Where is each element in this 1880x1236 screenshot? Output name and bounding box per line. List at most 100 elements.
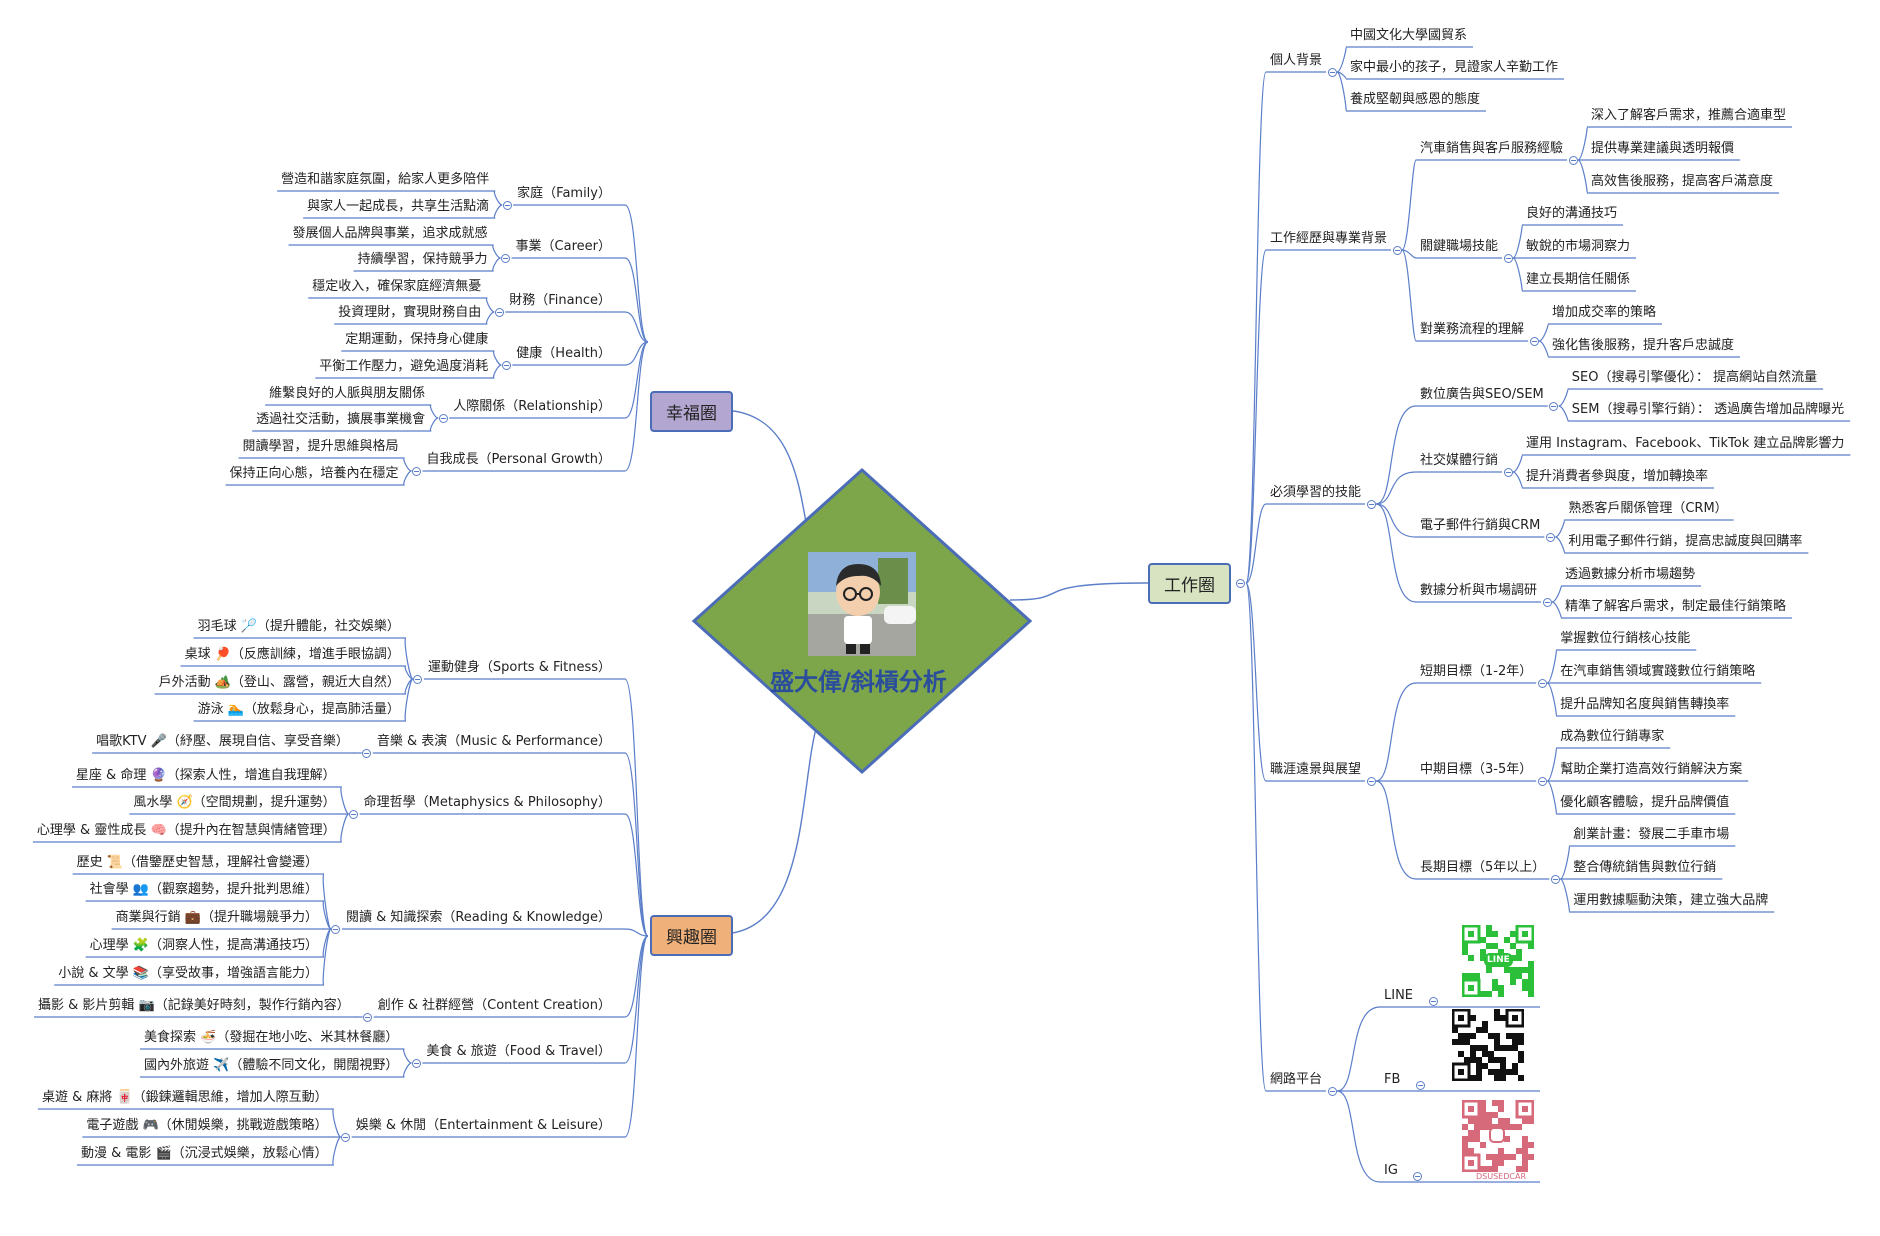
branch-happiness-0[interactable]: 家庭（Family）	[517, 186, 611, 201]
avatar-icon	[808, 552, 916, 656]
leaf-work-2-0-1: SEM（搜尋引擎行銷）： 透過廣告增加品牌曝光	[1571, 402, 1845, 417]
collapse-toggle-icon[interactable]	[1550, 874, 1560, 884]
collapse-toggle-icon[interactable]	[1545, 532, 1555, 542]
leaf-work-3-2-2: 運用數據驅動決策，建立強大品牌	[1573, 893, 1769, 908]
collapse-toggle-icon[interactable]	[1529, 336, 1539, 346]
collapse-toggle-icon[interactable]	[1392, 245, 1402, 255]
collapse-toggle-icon[interactable]	[362, 748, 372, 758]
branch-work-1[interactable]: 工作經歷與專業背景	[1270, 231, 1388, 246]
branch-happiness-5[interactable]: 自我成長（Personal Growth）	[426, 452, 611, 467]
leaf-happiness-2-0: 穩定收入，確保家庭經濟無憂	[312, 279, 482, 294]
qr-code-fb[interactable]	[1452, 1009, 1524, 1081]
branch-interest-4[interactable]: 創作 & 社群經營（Content Creation）	[377, 998, 611, 1013]
collapse-toggle-icon[interactable]	[1327, 1086, 1337, 1096]
branch-interest-2[interactable]: 命理哲學（Metaphysics & Philosophy）	[363, 795, 611, 810]
platform-fb[interactable]: FB	[1384, 1072, 1401, 1087]
collapse-toggle-icon[interactable]	[1503, 467, 1513, 477]
collapse-toggle-icon[interactable]	[1542, 597, 1552, 607]
qr-code-ig[interactable]	[1462, 1100, 1534, 1172]
group-work-3-0[interactable]: 短期目標（1-2年）	[1420, 664, 1533, 679]
leaf-happiness-0-0: 營造和諧家庭氛圍，給家人更多陪伴	[281, 172, 490, 187]
leaf-work-0-2: 養成堅韌與感恩的態度	[1350, 92, 1481, 107]
leaf-interest-0-0: 羽毛球 🏸（提升體能，社交娛樂）	[197, 619, 400, 634]
line-badge: LINE	[1484, 953, 1513, 967]
collapse-toggle-icon[interactable]	[1415, 1080, 1425, 1090]
branch-interest-1[interactable]: 音樂 & 表演（Music & Performance）	[376, 734, 611, 749]
branch-happiness-4[interactable]: 人際關係（Relationship）	[453, 399, 611, 414]
group-work-1-1[interactable]: 關鍵職場技能	[1420, 239, 1499, 254]
collapse-toggle-icon[interactable]	[501, 253, 511, 263]
collapse-toggle-icon[interactable]	[341, 1132, 351, 1142]
leaf-work-2-3-0: 透過數據分析市場趨勢	[1565, 567, 1696, 582]
collapse-toggle-icon[interactable]	[1366, 776, 1376, 786]
topic-interest-circle[interactable]: 興趣圈	[650, 915, 733, 956]
collapse-toggle-icon[interactable]	[1413, 1171, 1423, 1181]
group-work-3-1[interactable]: 中期目標（3-5年）	[1420, 762, 1533, 777]
branch-interest-3[interactable]: 閱讀 & 知識探索（Reading & Knowledge）	[345, 910, 611, 925]
leaf-happiness-3-0: 定期運動，保持身心健康	[345, 332, 489, 347]
leaf-work-0-1: 家中最小的孩子，見證家人辛勤工作	[1350, 60, 1559, 75]
branch-work-4[interactable]: 網路平台	[1270, 1072, 1323, 1087]
branch-work-2[interactable]: 必須學習的技能	[1270, 485, 1362, 500]
collapse-toggle-icon[interactable]	[331, 924, 341, 934]
leaf-work-2-0-0: SEO（搜尋引擎優化）： 提高網站自然流量	[1571, 370, 1818, 385]
topic-happiness-circle[interactable]: 幸福圈	[650, 391, 733, 432]
collapse-toggle-icon[interactable]	[363, 1012, 373, 1022]
leaf-interest-3-0: 歷史 📜（借鑒歷史智慧，理解社會變遷）	[76, 855, 318, 870]
collapse-toggle-icon[interactable]	[411, 1058, 421, 1068]
collapse-toggle-icon[interactable]	[501, 360, 511, 370]
collapse-toggle-icon[interactable]	[494, 307, 504, 317]
leaf-work-1-1-1: 敏銳的市場洞察力	[1526, 239, 1631, 254]
leaf-interest-3-4: 小說 & 文學 📚（享受故事，增強語言能力）	[58, 966, 318, 981]
branch-interest-0[interactable]: 運動健身（Sports & Fitness）	[427, 660, 611, 675]
leaf-work-3-0-1: 在汽車銷售領域實踐數位行銷策略	[1560, 664, 1756, 679]
leaf-happiness-1-0: 發展個人品牌與事業，追求成就感	[292, 226, 488, 241]
collapse-toggle-icon[interactable]	[1537, 776, 1547, 786]
leaf-work-0-0: 中國文化大學國貿系	[1350, 28, 1468, 43]
leaf-work-1-1-0: 良好的溝通技巧	[1526, 206, 1618, 221]
collapse-toggle-icon[interactable]	[438, 413, 448, 423]
branch-happiness-3[interactable]: 健康（Health）	[516, 346, 611, 361]
leaf-interest-2-1: 風水學 🧭（空間規劃，提升運勢）	[133, 795, 336, 810]
collapse-toggle-icon[interactable]	[502, 200, 512, 210]
topic-work-circle[interactable]: 工作圈	[1148, 563, 1231, 604]
leaf-work-3-0-2: 提升品牌知名度與銷售轉換率	[1560, 697, 1730, 712]
collapse-toggle-icon[interactable]	[349, 809, 359, 819]
platform-ig[interactable]: IG	[1384, 1163, 1398, 1178]
branch-work-3[interactable]: 職涯遠景與展望	[1270, 762, 1362, 777]
branch-work-0[interactable]: 個人背景	[1270, 53, 1323, 68]
branch-happiness-1[interactable]: 事業（Career）	[515, 239, 611, 254]
leaf-interest-3-2: 商業與行銷 💼（提升職場競爭力）	[115, 910, 318, 925]
leaf-interest-5-1: 國內外旅遊 ✈️（體驗不同文化，開闊視野）	[144, 1058, 399, 1073]
collapse-toggle-icon[interactable]	[1549, 401, 1559, 411]
collapse-toggle-icon[interactable]	[1503, 253, 1513, 263]
group-work-2-3[interactable]: 數據分析與市場調研	[1420, 583, 1538, 598]
collapse-toggle-icon[interactable]	[1537, 678, 1547, 688]
leaf-happiness-4-0: 維繫良好的人脈與朋友關係	[269, 386, 426, 401]
group-work-2-2[interactable]: 電子郵件行銷與CRM	[1420, 518, 1541, 533]
leaf-work-1-0-0: 深入了解客戶需求，推薦合適車型	[1591, 108, 1787, 123]
collapse-toggle-icon[interactable]	[413, 674, 423, 684]
platform-line[interactable]: LINE	[1384, 988, 1414, 1003]
leaf-work-1-1-2: 建立長期信任關係	[1526, 272, 1631, 287]
group-work-2-1[interactable]: 社交媒體行銷	[1420, 453, 1499, 468]
branch-interest-5[interactable]: 美食 & 旅遊（Food & Travel）	[426, 1044, 611, 1059]
group-work-1-0[interactable]: 汽車銷售與客戶服務經驗	[1420, 141, 1564, 156]
group-work-1-2[interactable]: 對業務流程的理解	[1420, 322, 1525, 337]
leaf-happiness-3-1: 平衡工作壓力，避免過度消耗	[319, 359, 489, 374]
group-work-3-2[interactable]: 長期目標（5年以上）	[1420, 860, 1546, 875]
group-work-2-0[interactable]: 數位廣告與SEO/SEM	[1420, 387, 1544, 402]
leaf-happiness-0-1: 與家人一起成長，共享生活點滴	[307, 199, 490, 214]
collapse-toggle-icon[interactable]	[1568, 155, 1578, 165]
branch-happiness-2[interactable]: 財務（Finance）	[509, 293, 611, 308]
leaf-happiness-5-1: 保持正向心態，培養內在穩定	[229, 466, 399, 481]
collapse-toggle-icon[interactable]	[1327, 67, 1337, 77]
collapse-toggle-work[interactable]	[1235, 578, 1245, 588]
collapse-toggle-icon[interactable]	[1366, 499, 1376, 509]
collapse-toggle-icon[interactable]	[1428, 996, 1438, 1006]
branch-interest-6[interactable]: 娛樂 & 休閒（Entertainment & Leisure）	[355, 1118, 611, 1133]
central-topic[interactable]: 盛大偉/斜槓分析	[690, 466, 1034, 776]
leaf-interest-2-2: 心理學 & 靈性成長 🧠（提升內在智慧與情緒管理）	[36, 823, 336, 838]
collapse-toggle-icon[interactable]	[412, 466, 422, 476]
